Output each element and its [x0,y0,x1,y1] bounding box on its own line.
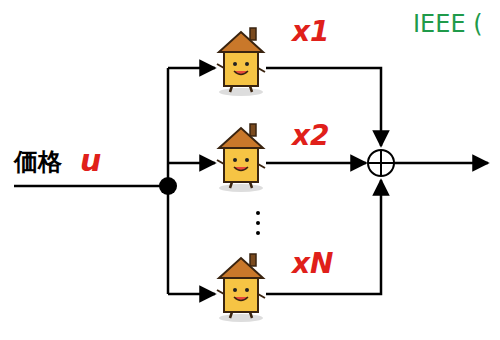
input-label: 価格 [14,150,62,174]
house-icon [217,254,265,322]
signal-name: x2 [292,122,330,150]
watermark-text: IEEE ( [413,12,483,36]
signal-name: u [80,146,101,176]
house-icon [217,28,265,96]
signal-name: x1 [292,18,330,46]
house-icon [217,124,265,192]
signal-name: xN [292,250,334,278]
